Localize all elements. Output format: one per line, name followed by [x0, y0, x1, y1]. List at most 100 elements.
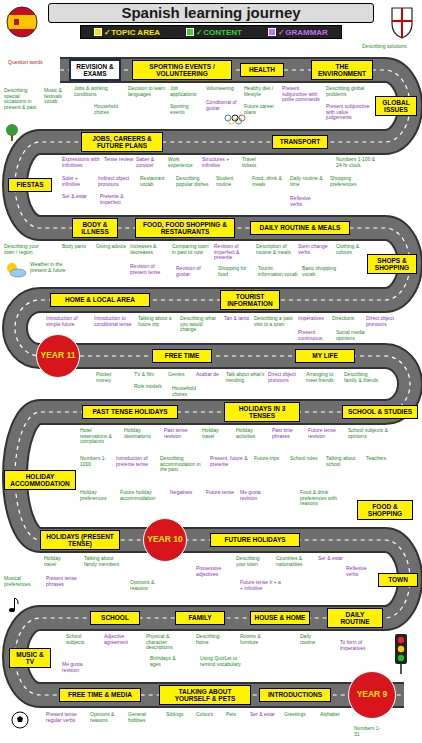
content-label: Revision of imperfect & preterite: [214, 244, 254, 261]
content-label: School rules: [290, 456, 318, 462]
content-label: Describing family & friends: [344, 372, 380, 383]
topic-text: REVISION & EXAMS: [74, 63, 116, 78]
content-label: Greetings: [284, 712, 306, 718]
topic-text: FREE TIME & MEDIA: [63, 691, 137, 698]
content-label: Describing a past visit to a town: [254, 316, 294, 327]
content-label: Using QuizLet to remind vocabulary: [200, 656, 244, 667]
content-label: Describing popular dishes: [176, 176, 212, 187]
topic-box: HOME & LOCAL AREA: [50, 293, 150, 306]
content-label: Birthdays & ages: [150, 656, 186, 667]
content-label: Future tense revision: [308, 428, 344, 439]
content-label: Future tense: [206, 490, 234, 496]
topic-box: MUSIC & TV: [9, 648, 51, 669]
content-label: Future holiday accommodation: [120, 490, 164, 501]
topic-text: DAILY ROUTINE: [331, 611, 379, 626]
legend-text: ✓TOPIC AREA: [104, 28, 160, 37]
content-label: Directions: [332, 316, 354, 322]
content-label: Numbers 1-100 & 24-hr clock: [336, 157, 376, 168]
content-label: Music & festivals vocab: [44, 88, 74, 105]
content-label: Describing your town / region: [4, 244, 40, 255]
topic-box: HOLIDAYS IN 3 TENSES: [224, 402, 300, 423]
content-label: Describing accommodation in the past: [160, 456, 204, 473]
content-label: Revision of present tense: [130, 264, 170, 275]
content-label: Describing home: [196, 634, 230, 645]
content-label: Genres: [168, 372, 184, 378]
topic-text: FREE TIME: [156, 352, 208, 359]
content-label: Volunteering: [206, 86, 234, 92]
topic-text: FOOD & SHOPPING: [361, 503, 409, 518]
topic-text: MY LIFE: [299, 352, 351, 359]
content-label: Giving advice: [96, 244, 126, 250]
content-label: Talking about a future trip: [138, 316, 178, 327]
content-label: Present continuous: [298, 330, 332, 341]
year-circle: YEAR 9: [348, 671, 396, 719]
content-label: Numbers 1-1000: [80, 456, 110, 467]
topic-box: GLOBAL ISSUES: [375, 96, 417, 117]
content-label: Holiday activities: [236, 428, 268, 439]
topic-text: HOLIDAYS (PRESENT TENSE): [44, 533, 116, 548]
topic-box: MY LIFE: [295, 349, 355, 362]
topic-text: HEALTH: [244, 66, 280, 73]
topic-text: TOURIST INFORMATION: [224, 293, 276, 308]
content-label: General hobbies: [128, 712, 160, 723]
topic-text: PAST TENSE HOLIDAYS: [86, 408, 174, 415]
content-label: Past tense revision: [164, 428, 198, 439]
topic-text: YEAR 10: [147, 535, 182, 545]
content-label: Opinions & reasons: [130, 580, 164, 591]
content-label: Structures + infinitive: [202, 157, 238, 168]
topic-text: TOWN: [382, 576, 414, 583]
content-label: Me gusta revision: [62, 662, 96, 673]
topic-text: YEAR 11: [41, 351, 76, 361]
content-label: Adjective agreement: [104, 634, 138, 645]
content-label: Description of routine & meals: [256, 244, 296, 255]
content-label: Negatives: [170, 490, 192, 496]
content-label: Present tense regular verbs: [46, 712, 86, 723]
topic-box: FOOD & SHOPPING: [357, 500, 413, 521]
topic-box: FIESTAS: [8, 178, 52, 191]
topic-text: HOLIDAY ACCOMMODATION: [8, 473, 72, 488]
topic-box: PAST TENSE HOLIDAYS: [82, 405, 178, 418]
content-label: Present subjunctive with value judgement…: [326, 104, 370, 121]
content-label: Rooms & furniture: [240, 634, 274, 645]
content-label: Past time phrases: [272, 428, 304, 439]
content-label: Imperatives: [298, 316, 324, 322]
content-label: Tense review: [104, 157, 133, 163]
content-label: Direct object pronouns: [366, 316, 410, 327]
content-label: Alphabet: [320, 712, 340, 718]
content-label: Present tense phrases: [46, 576, 80, 587]
topic-text: TALKING ABOUT YOURSELF & PETS: [163, 688, 247, 703]
content-label: Restaurant vocab: [140, 176, 172, 187]
content-label: Opinions & reasons: [90, 712, 124, 723]
content-label: Future career plans: [244, 104, 280, 115]
topic-text: THE ENVIRONMENT: [315, 63, 369, 78]
topic-box: JOBS, CAREERS & FUTURE PLANS: [81, 132, 163, 153]
content-label: Social media opinions: [336, 330, 366, 341]
content-label: Comparing town in past to now: [172, 244, 212, 255]
topic-box: SPORTING EVENTS / VOLUNTEERING: [132, 60, 232, 81]
content-label: Clothing & colours: [336, 244, 366, 255]
content-label: Stem change verbs: [298, 244, 332, 255]
road: [15, 70, 410, 695]
content-label: Me gusta revision: [240, 490, 274, 501]
road-edge: [15, 70, 410, 695]
topic-text: FOOD, FOOD SHOPPING & RESTAURANTS: [139, 221, 231, 236]
content-label: Describing global problems: [326, 86, 370, 97]
content-label: Shopping preferences: [330, 176, 370, 187]
content-label: Direct object pronouns: [268, 372, 304, 383]
topic-box: HOLIDAY ACCOMMODATION: [4, 470, 76, 491]
content-label: Talking about school: [326, 456, 360, 467]
content-label: Work experience: [168, 157, 200, 168]
topic-box: TOURIST INFORMATION: [220, 290, 280, 311]
content-label: Talk about what's trending: [226, 372, 266, 383]
content-label: Acabar de: [196, 372, 219, 378]
topic-text: HOUSE & HOME: [254, 614, 306, 621]
topic-box: HEALTH: [240, 63, 284, 76]
legend-item: ✓TOPIC AREA: [94, 28, 160, 37]
topic-box: DAILY ROUTINE: [327, 608, 383, 629]
content-label: Siblings: [166, 712, 184, 718]
content-label: Talking about family members: [84, 556, 124, 567]
content-label: Describing solutions: [362, 44, 407, 50]
content-label: Household chores: [94, 104, 130, 115]
year-circle: YEAR 11: [36, 334, 80, 378]
